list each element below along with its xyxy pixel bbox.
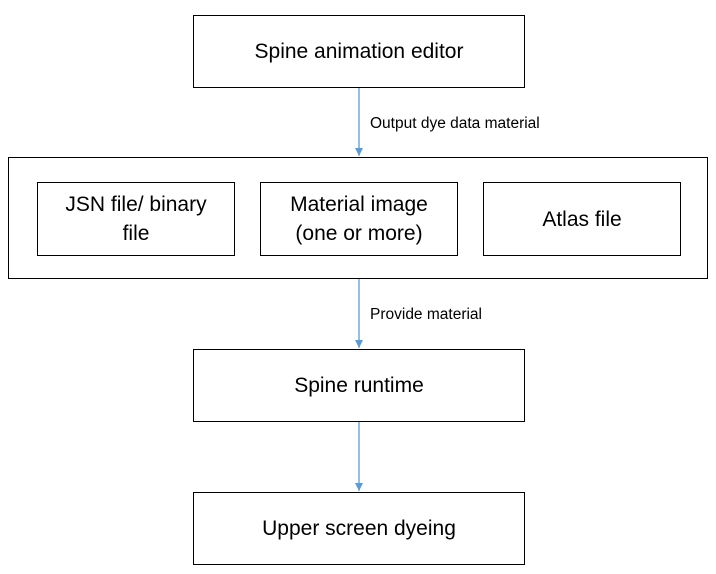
- node-upper-screen-dyeing: Upper screen dyeing: [193, 492, 525, 565]
- node-label: Spine runtime: [294, 374, 424, 397]
- node-json-binary-file: JSN file/ binary file: [37, 182, 235, 256]
- node-label: Upper screen dyeing: [262, 517, 456, 540]
- node-label: Material image (one or more): [290, 193, 428, 245]
- node-material-image: Material image (one or more): [260, 182, 458, 256]
- node-spine-animation-editor: Spine animation editor: [193, 15, 525, 88]
- edge-label-output-dye-data: Output dye data material: [370, 115, 540, 132]
- node-label: JSN file/ binary file: [65, 193, 207, 245]
- node-spine-runtime: Spine runtime: [193, 349, 525, 422]
- edge-label-provide-material: Provide material: [370, 306, 482, 323]
- node-label: Spine animation editor: [254, 40, 464, 63]
- node-label: Atlas file: [542, 207, 622, 231]
- node-atlas-file: Atlas file: [483, 182, 681, 256]
